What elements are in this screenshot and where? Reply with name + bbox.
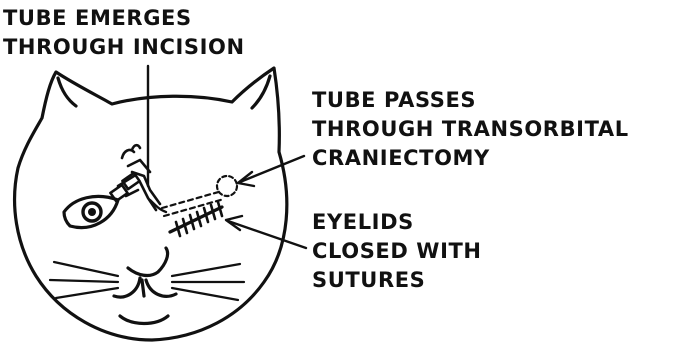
tube-under-skin-lower xyxy=(164,199,224,216)
label-tube-emerges-line1: TUBE EMERGES xyxy=(3,4,245,33)
chin xyxy=(120,316,168,324)
label-tube-emerges-line2: THROUGH INCISION xyxy=(3,33,245,62)
nose xyxy=(128,248,168,275)
label-tube-passes-line1: TUBE PASSES xyxy=(312,86,629,115)
mouth xyxy=(114,278,176,297)
tube-under-skin xyxy=(162,191,222,208)
label-tube-passes-line2: THROUGH TRANSORBITAL xyxy=(312,115,629,144)
left-eye-pupil xyxy=(88,208,96,216)
right-whiskers xyxy=(172,264,244,300)
label-tube-passes-line3: CRANIECTOMY xyxy=(312,144,629,173)
label-tube-passes: TUBE PASSES THROUGH TRANSORBITAL CRANIEC… xyxy=(312,86,629,173)
label-eyelids-line2: CLOSED WITH xyxy=(312,237,482,266)
craniectomy-opening xyxy=(217,176,237,196)
label-eyelids-line1: EYELIDS xyxy=(312,208,482,237)
label-tube-emerges: TUBE EMERGES THROUGH INCISION xyxy=(3,4,245,62)
label-eyelids: EYELIDS CLOSED WITH SUTURES xyxy=(312,208,482,295)
tube-connector-assembly xyxy=(110,145,160,210)
left-whiskers xyxy=(50,262,118,298)
leader-tube-passes xyxy=(240,156,304,182)
leader-eyelids xyxy=(228,221,306,248)
label-eyelids-line3: SUTURES xyxy=(312,266,482,295)
